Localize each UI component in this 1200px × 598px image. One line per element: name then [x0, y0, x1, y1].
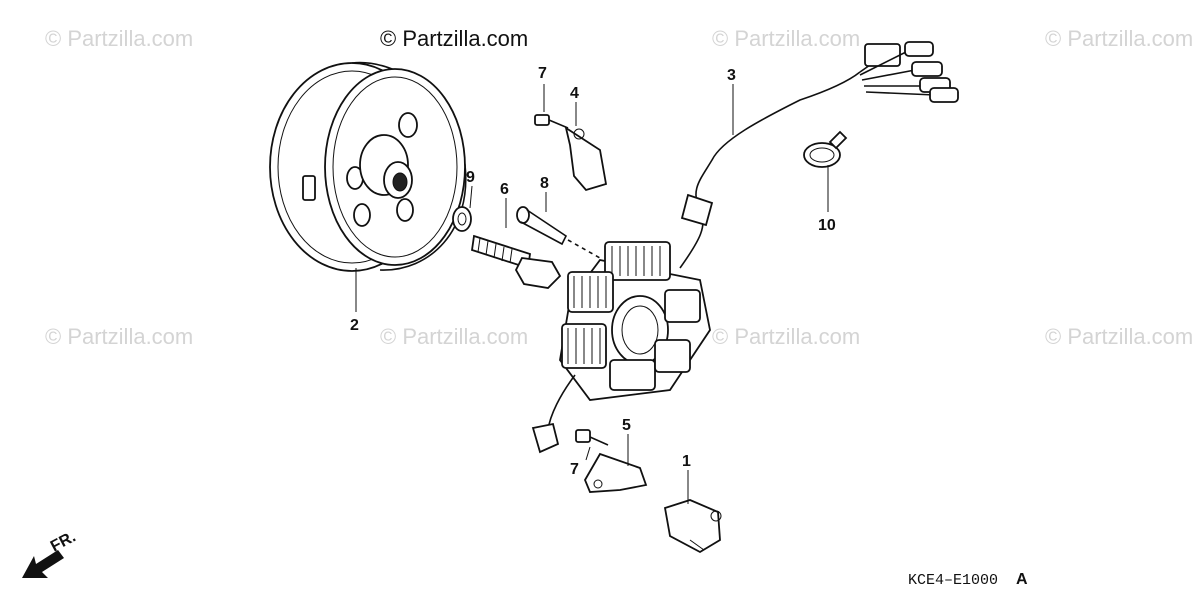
watermark-mid-center: © Partzilla.com — [380, 324, 528, 349]
flange-bolt-drawing[interactable] — [471, 234, 562, 289]
watermark-top-left: © Partzilla.com — [45, 26, 193, 51]
upper-bolt-drawing[interactable] — [534, 114, 569, 129]
callouts: 2 7 4 3 9 6 8 10 5 7 1 — [350, 65, 836, 478]
callout-3[interactable]: 3 — [727, 67, 736, 84]
callout-10[interactable]: 10 — [818, 217, 836, 234]
lower-clamp-drawing[interactable] — [583, 452, 648, 493]
front-label: FR. — [48, 528, 79, 555]
callout-1[interactable]: 1 — [682, 453, 691, 470]
watermark-far-right: © Partzilla.com — [1045, 324, 1193, 349]
callout-7-lower[interactable]: 7 — [570, 461, 579, 478]
callout-5[interactable]: 5 — [622, 417, 631, 434]
stator-drawing[interactable] — [531, 241, 711, 454]
diagram-code-text: KCE4–E1000 — [908, 572, 998, 589]
callout-7-upper[interactable]: 7 — [538, 65, 547, 82]
cord-clamp-drawing[interactable] — [564, 126, 608, 192]
diagram-code: KCE4–E1000 A — [908, 571, 1028, 589]
callout-6[interactable]: 6 — [500, 181, 509, 198]
front-arrow-icon — [22, 550, 64, 578]
copyright-notice: © Partzilla.com — [380, 26, 528, 51]
band-clip-drawing[interactable] — [803, 130, 848, 168]
watermarks: © Partzilla.com © Partzilla.com © Partzi… — [45, 26, 1193, 349]
leader-lines — [355, 84, 829, 504]
watermark-mid-left: © Partzilla.com — [45, 324, 193, 349]
callout-9[interactable]: 9 — [466, 169, 475, 186]
washer-drawing[interactable] — [452, 206, 472, 232]
pulse-generator-drawing[interactable] — [663, 499, 722, 554]
flywheel-drawing[interactable] — [269, 61, 467, 272]
lower-bolt-drawing[interactable] — [575, 429, 609, 446]
callout-4[interactable]: 4 — [570, 85, 579, 102]
watermark-top-right: © Partzilla.com — [1045, 26, 1193, 51]
wire-harness-drawing[interactable] — [679, 41, 959, 269]
watermark-top-mid: © Partzilla.com — [712, 26, 860, 51]
stator-bolt-drawing[interactable] — [516, 206, 601, 259]
front-arrow: FR. — [22, 528, 79, 578]
callout-2[interactable]: 2 — [350, 317, 359, 334]
callout-8[interactable]: 8 — [540, 175, 549, 192]
diagram-code-suffix: A — [1016, 571, 1028, 588]
watermark-mid-right: © Partzilla.com — [712, 324, 860, 349]
